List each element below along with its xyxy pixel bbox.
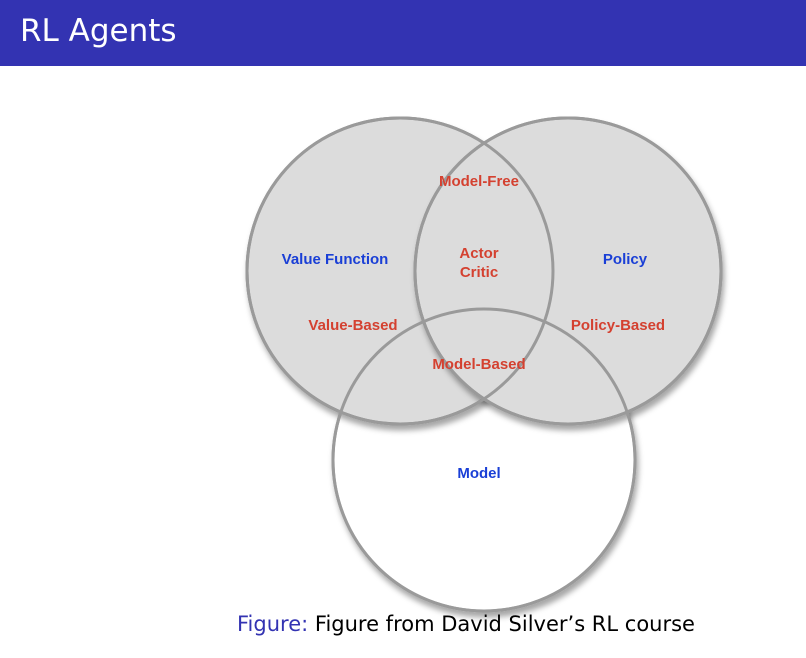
label-actor: Actor xyxy=(459,245,498,262)
slide-title: RL Agents xyxy=(20,13,177,49)
caption-prefix: Figure: xyxy=(237,612,309,636)
slide-header: RL Agents xyxy=(0,0,806,66)
label-value-function: Value Function xyxy=(282,251,389,268)
model-circle-outline xyxy=(331,307,637,613)
label-policy-based: Policy-Based xyxy=(571,317,665,334)
label-policy: Policy xyxy=(603,251,648,268)
label-model-based: Model-Based xyxy=(432,356,525,373)
value-function-circle-outline xyxy=(245,116,555,426)
label-model: Model xyxy=(457,465,500,482)
policy-circle-outline xyxy=(413,116,723,426)
figure-caption: Figure: Figure from David Silver’s RL co… xyxy=(237,612,695,636)
label-critic: Critic xyxy=(460,264,498,281)
label-model-free: Model-Free xyxy=(439,173,519,190)
label-value-based: Value-Based xyxy=(308,317,397,334)
circle-outlines xyxy=(245,116,723,613)
caption-text: Figure from David Silver’s RL course xyxy=(314,612,695,636)
